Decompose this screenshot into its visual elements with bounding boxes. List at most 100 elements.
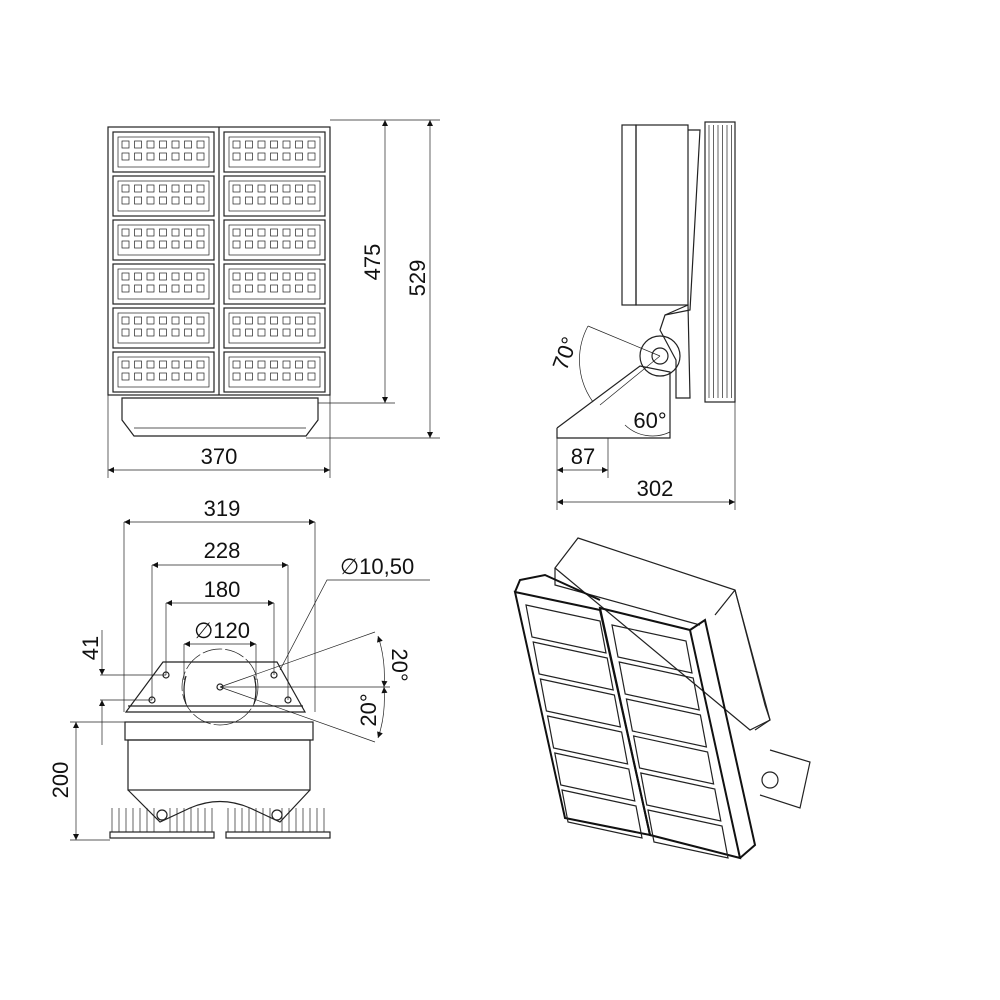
iso-led-module [539, 678, 622, 728]
led-chip [171, 196, 180, 205]
led-chip [121, 328, 130, 337]
led-chip [146, 240, 155, 249]
led-chip [295, 184, 303, 193]
led-chip [295, 240, 303, 249]
led-module-lens [117, 312, 210, 344]
led-chip [245, 272, 253, 281]
led-chip [307, 240, 316, 249]
led-chip [295, 152, 303, 161]
led-chip [196, 152, 205, 161]
led-chip [282, 240, 291, 249]
iso-led-module [632, 735, 715, 785]
led-chip [196, 316, 205, 325]
iso-led-module [640, 772, 722, 822]
dim-302: 302 [637, 476, 674, 501]
led-chip [134, 240, 142, 249]
led-chip [232, 184, 241, 193]
led-chip [134, 372, 142, 381]
led-chip [257, 328, 266, 337]
led-chip [146, 328, 155, 337]
led-module-lens [228, 268, 321, 300]
led-chip [282, 184, 291, 193]
led-chip [307, 328, 316, 337]
led-chip [295, 140, 303, 149]
iso-led-module [647, 809, 729, 859]
led-chip [257, 272, 266, 281]
led-module-lens [228, 312, 321, 344]
led-chip [270, 152, 278, 161]
dim-475: 475 [360, 244, 385, 281]
led-module-lens [117, 268, 210, 300]
led-chip [121, 240, 130, 249]
led-chip [245, 284, 253, 293]
led-module [112, 263, 215, 305]
led-chip [171, 328, 180, 337]
dim-41: 41 [78, 636, 103, 660]
led-chip [184, 328, 192, 337]
iso-led-module [546, 715, 629, 765]
led-chip [159, 284, 167, 293]
dim-diameter-120: ∅120 [194, 618, 250, 643]
isometric-led-modules [525, 604, 729, 859]
led-module-lens [117, 356, 210, 388]
led-chip [270, 316, 278, 325]
led-module [223, 219, 326, 261]
led-chip [134, 184, 142, 193]
led-chip [295, 284, 303, 293]
led-module [223, 351, 326, 393]
led-chip [245, 152, 253, 161]
led-chip [196, 196, 205, 205]
led-chip [196, 360, 205, 369]
led-chip [307, 196, 316, 205]
led-chip [232, 196, 241, 205]
led-module [223, 307, 326, 349]
side-view: 70° 60° 87 302 [548, 121, 736, 510]
led-chip [171, 152, 180, 161]
led-chip [270, 196, 278, 205]
led-chip [307, 372, 316, 381]
led-chip [134, 284, 142, 293]
led-chip [159, 272, 167, 281]
led-chip [184, 152, 192, 161]
led-chip [134, 152, 142, 161]
led-chip [184, 184, 192, 193]
heat-sink-fins-bottom [111, 808, 325, 832]
led-chip [121, 228, 130, 237]
led-chip [295, 328, 303, 337]
led-chip [232, 316, 241, 325]
led-chip [196, 240, 205, 249]
dim-hole-10-50: ∅10,50 [340, 554, 414, 579]
led-chip [257, 284, 266, 293]
led-chip [184, 272, 192, 281]
led-chip [159, 372, 167, 381]
led-chip [159, 196, 167, 205]
led-chip [245, 240, 253, 249]
led-chip [257, 228, 266, 237]
dim-200: 200 [48, 762, 73, 799]
led-chip [196, 284, 205, 293]
dim-529: 529 [405, 260, 430, 297]
led-chip [257, 140, 266, 149]
led-chip [232, 228, 241, 237]
iso-led-module [618, 661, 700, 711]
led-chip [134, 196, 142, 205]
led-chip [146, 272, 155, 281]
led-chip [257, 372, 266, 381]
led-chip [196, 184, 205, 193]
led-chip [270, 284, 278, 293]
dim-180: 180 [204, 577, 241, 602]
iso-led-module [525, 604, 607, 654]
led-module-lens [228, 356, 321, 388]
led-chip [270, 372, 278, 381]
led-chip [282, 140, 291, 149]
dim-60deg: 60° [633, 408, 666, 433]
led-chip [184, 316, 192, 325]
heat-sink-fins [708, 125, 732, 398]
led-chip [134, 228, 142, 237]
led-modules [112, 131, 326, 393]
led-chip [134, 272, 142, 281]
led-chip [295, 272, 303, 281]
led-chip [121, 152, 130, 161]
led-module [112, 307, 215, 349]
led-chip [171, 316, 180, 325]
